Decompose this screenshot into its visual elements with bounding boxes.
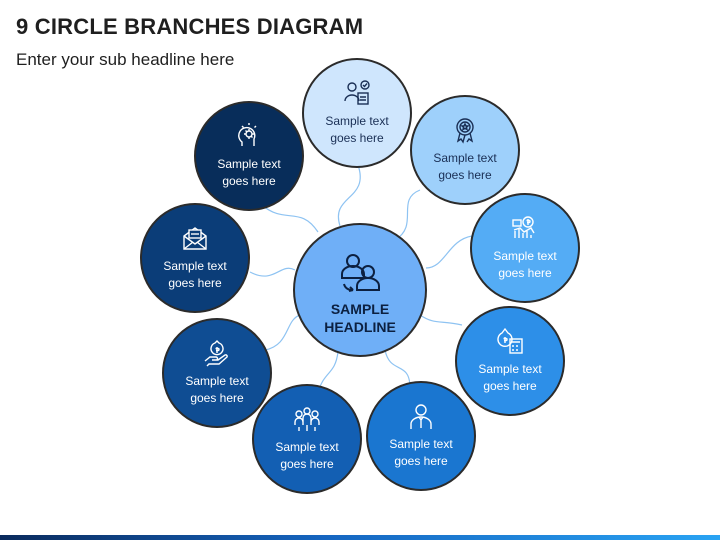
branch-circle-7[interactable]: Sample text goes here	[162, 318, 272, 428]
team-growth-icon	[294, 407, 320, 431]
teacher-report-icon	[344, 80, 370, 105]
offer-envelope-icon	[183, 227, 207, 250]
footer-bar	[0, 535, 720, 540]
branch-circle-1[interactable]: Sample text goes here	[302, 58, 412, 168]
budget-calculator-icon	[497, 327, 523, 354]
connector-line	[419, 314, 463, 326]
branch-label-9: Sample text goes here	[217, 157, 281, 188]
page-title: 9 CIRCLE BRANCHES DIAGRAM	[16, 14, 364, 39]
connector-line	[337, 164, 361, 227]
money-chart-icon	[512, 216, 535, 238]
award-ribbon-icon	[456, 118, 474, 144]
branch-circle-6[interactable]: Sample text goes here	[252, 384, 362, 494]
branch-circle-9[interactable]: Sample text goes here	[194, 101, 304, 211]
branch-label-6: Sample text goes here	[275, 440, 339, 471]
branch-label-2: Sample text goes here	[433, 151, 497, 182]
mind-idea-icon	[238, 123, 257, 146]
branch-label-1: Sample text goes here	[325, 114, 389, 145]
branch-label-3: Sample text goes here	[493, 249, 557, 280]
branch-label-8: Sample text goes here	[163, 259, 227, 290]
branch-label-4: Sample text goes here	[478, 362, 542, 393]
businessman-icon	[410, 404, 432, 429]
branch-circle-8[interactable]: Sample text goes here	[140, 203, 250, 313]
connector-line	[425, 235, 473, 269]
branch-label-7: Sample text goes here	[185, 374, 249, 405]
hand-money-icon	[204, 340, 228, 367]
branch-circle-3[interactable]: Sample text goes here	[470, 193, 580, 303]
connector-line	[249, 267, 296, 277]
team-users-icon	[341, 254, 380, 292]
branch-circle-4[interactable]: Sample text goes here	[455, 306, 565, 416]
page-subtitle: Enter your sub headline here	[16, 50, 235, 69]
branch-circle-2[interactable]: Sample text goes here	[410, 95, 520, 205]
center-headline: SAMPLE HEADLINE	[324, 301, 396, 335]
connector-line	[394, 189, 421, 241]
center-headline-circle[interactable]: SAMPLE HEADLINE	[293, 223, 427, 357]
connector-line	[261, 204, 319, 233]
branch-circle-5[interactable]: Sample text goes here	[366, 381, 476, 491]
connector-line	[264, 314, 301, 351]
branch-label-5: Sample text goes here	[389, 437, 453, 468]
